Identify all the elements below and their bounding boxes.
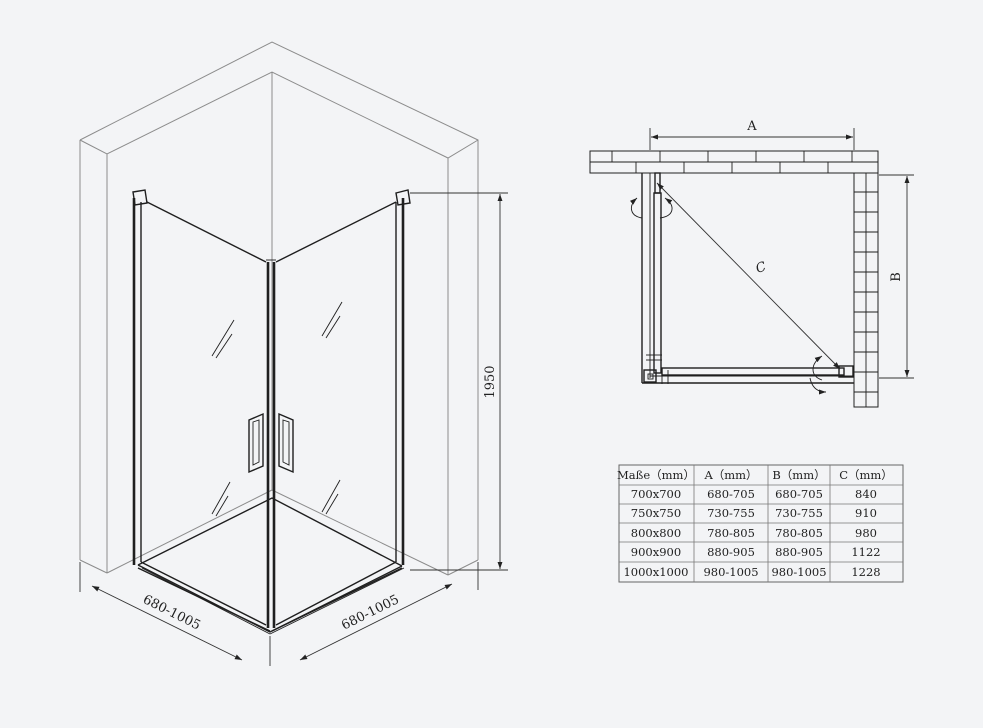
table-cell: 800x800 [631, 526, 681, 540]
door-handles [248, 412, 294, 474]
table-cell: 880-905 [707, 545, 755, 559]
table-cell: 840 [855, 487, 877, 501]
table-row: 800x800 780-805 780-805 980 [631, 526, 877, 540]
table-cell: 680-705 [707, 487, 755, 501]
right-brick-wall [853, 172, 879, 408]
table-cell: 750x750 [631, 506, 681, 520]
right-glass-door [271, 189, 411, 632]
header-cell: B（mm） [772, 468, 825, 482]
header-cell: A（mm） [703, 468, 757, 482]
height-dimension: 1950 [410, 192, 508, 571]
dimension-b: B [879, 174, 914, 379]
top-brick-wall [589, 150, 879, 174]
table-cell: 1122 [851, 545, 880, 559]
table-cell: 980-1005 [703, 565, 758, 579]
table-cell: 980-1005 [771, 565, 826, 579]
center-stile [266, 259, 276, 628]
header-cell: Maße（mm） [617, 468, 695, 482]
table-cell: 1228 [851, 565, 880, 579]
table-row: 700x700 680-705 680-705 840 [631, 487, 877, 501]
table-cell: 900x900 [631, 545, 681, 559]
table-cell: 910 [855, 506, 877, 520]
table-cell: 730-755 [775, 506, 823, 520]
table-cell: 980 [855, 526, 877, 540]
left-glass-door [132, 189, 271, 632]
plan-enclosure [641, 172, 854, 384]
corner-walls [79, 41, 479, 576]
dim-c-label: C [754, 259, 769, 277]
table-row: 900x900 880-905 880-905 1122 [631, 545, 881, 559]
table-row: 1000x1000 980-1005 980-1005 1228 [623, 565, 880, 579]
dim-a-label: A [746, 119, 757, 134]
table-row: 750x750 730-755 730-755 910 [631, 506, 877, 520]
plan-view: C A B [589, 119, 914, 408]
left-width-label: 680-1005 [140, 592, 202, 633]
height-label: 1950 [483, 365, 498, 398]
table-cell: 730-755 [707, 506, 755, 520]
size-table: Maße（mm） A（mm） B（mm） C（mm） 700x700 680-7… [617, 464, 904, 583]
table-cell: 1000x1000 [623, 565, 688, 579]
table-cell: 880-905 [775, 545, 823, 559]
table-header: Maße（mm） A（mm） B（mm） C（mm） [617, 468, 893, 482]
right-width-label: 680-1005 [339, 592, 401, 633]
table-cell: 680-705 [775, 487, 823, 501]
table-cell: 700x700 [631, 487, 681, 501]
table-cell: 780-805 [775, 526, 823, 540]
table-cell: 780-805 [707, 526, 755, 540]
diagonal-dimension: C [656, 182, 841, 370]
isometric-shower-view: 1950 680-1005 680-1005 [79, 41, 508, 666]
header-cell: C（mm） [839, 468, 893, 482]
dimension-a: A [649, 119, 855, 150]
dim-b-label: B [889, 272, 904, 282]
width-dimensions: 680-1005 680-1005 [79, 562, 479, 666]
